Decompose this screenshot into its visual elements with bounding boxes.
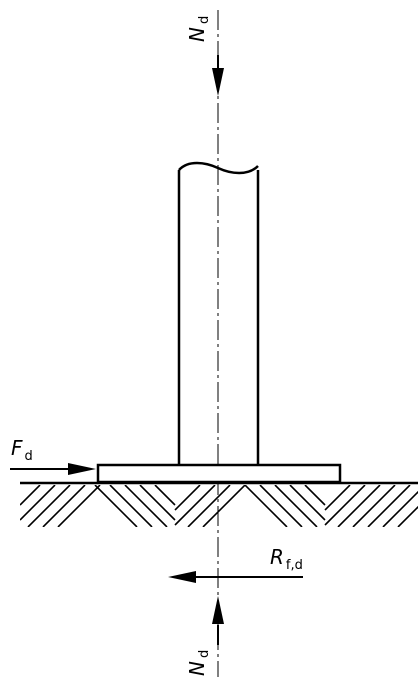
friction-resistance-arrow bbox=[168, 571, 303, 583]
normal-force-bottom-arrow bbox=[212, 596, 224, 645]
normal-force-top-arrow bbox=[212, 55, 224, 96]
base-plate bbox=[96, 463, 342, 484]
soil-hatching bbox=[20, 485, 418, 527]
svg-text:Nd: Nd bbox=[185, 650, 212, 676]
svg-text:Nd: Nd bbox=[185, 16, 212, 42]
label-normal-force-bottom: Nd bbox=[185, 650, 212, 676]
svg-text:Fd: Fd bbox=[11, 436, 33, 464]
label-normal-force-top: Nd bbox=[185, 16, 212, 42]
svg-text:Rf,d: Rf,d bbox=[270, 545, 303, 573]
horizontal-force-arrow bbox=[10, 463, 96, 475]
column-shaft bbox=[177, 161, 260, 465]
